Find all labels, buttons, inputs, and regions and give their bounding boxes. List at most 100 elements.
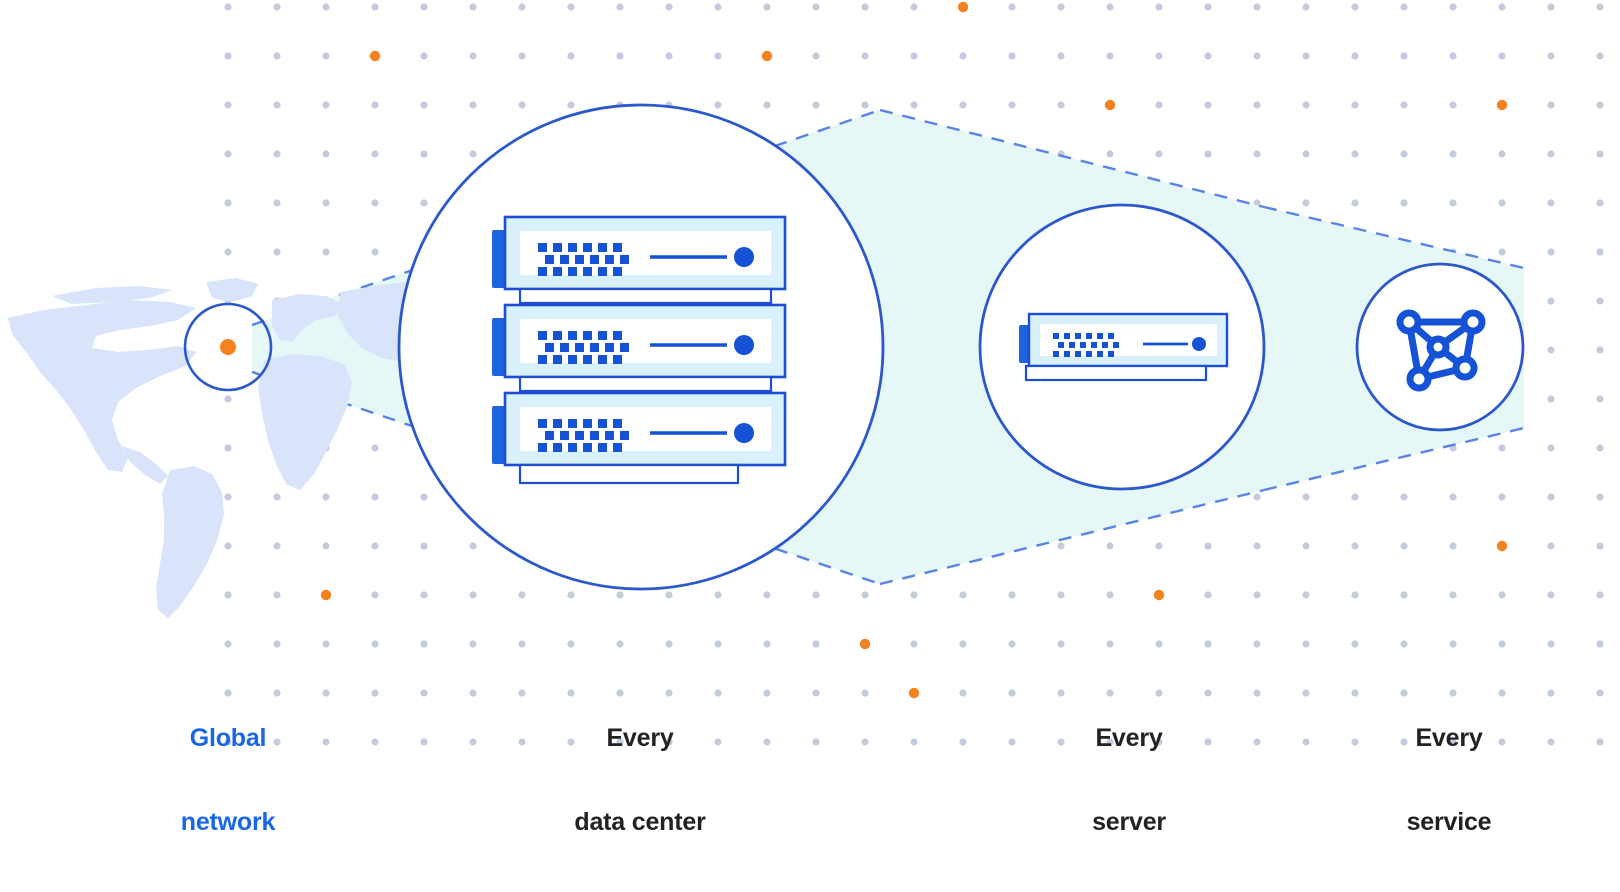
grid-dot-accent xyxy=(859,638,871,650)
grid-dot xyxy=(1106,3,1114,11)
grid-dot xyxy=(1547,248,1555,256)
grid-dot xyxy=(1204,689,1212,697)
grid-dot xyxy=(1204,640,1212,648)
grid-dot xyxy=(1351,542,1359,550)
grid-dot xyxy=(1106,640,1114,648)
grid-dot xyxy=(1204,591,1212,599)
grid-dot xyxy=(322,101,330,109)
server-status-dot xyxy=(734,423,754,443)
grid-dot xyxy=(1155,3,1163,11)
server-led-matrix xyxy=(538,243,629,276)
grid-dot xyxy=(1008,52,1016,60)
grid-dot xyxy=(469,3,477,11)
grid-dot xyxy=(1302,101,1310,109)
grid-dot xyxy=(1302,150,1310,158)
server-unit xyxy=(492,215,787,291)
grid-dot xyxy=(1449,591,1457,599)
grid-dot xyxy=(714,738,722,746)
grid-dot xyxy=(1253,591,1261,599)
grid-dot xyxy=(910,738,918,746)
grid-dot xyxy=(1302,3,1310,11)
grid-dot xyxy=(1449,101,1457,109)
grid-dot xyxy=(1449,689,1457,697)
grid-dot xyxy=(1302,689,1310,697)
grid-dot xyxy=(1596,346,1604,354)
grid-dot xyxy=(616,689,624,697)
grid-dot xyxy=(469,591,477,599)
grid-dot xyxy=(1204,3,1212,11)
grid-dot xyxy=(1400,640,1408,648)
grid-dot xyxy=(1400,3,1408,11)
grid-dot xyxy=(224,3,232,11)
grid-dot xyxy=(1449,542,1457,550)
grid-dot xyxy=(1400,101,1408,109)
grid-dot xyxy=(1596,395,1604,403)
grid-dot xyxy=(910,591,918,599)
grid-dot xyxy=(322,640,330,648)
grid-dot xyxy=(763,738,771,746)
grid-dot xyxy=(1547,640,1555,648)
grid-dot xyxy=(224,101,232,109)
grid-dot xyxy=(371,689,379,697)
grid-dot xyxy=(1302,52,1310,60)
grid-dot-accent xyxy=(320,589,332,601)
grid-dot xyxy=(1057,542,1065,550)
grid-dot xyxy=(763,640,771,648)
grid-dot xyxy=(812,3,820,11)
grid-dot xyxy=(1057,591,1065,599)
grid-dot xyxy=(1253,52,1261,60)
every-data-center-illustration xyxy=(397,103,885,591)
grid-dot xyxy=(1155,101,1163,109)
grid-dot-accent xyxy=(1104,99,1116,111)
grid-dot xyxy=(1106,150,1114,158)
grid-dot xyxy=(1449,3,1457,11)
grid-dot xyxy=(1547,738,1555,746)
server-base xyxy=(1024,364,1208,382)
grid-dot xyxy=(1400,199,1408,207)
grid-dot xyxy=(763,591,771,599)
grid-dot xyxy=(1057,738,1065,746)
grid-dot xyxy=(224,640,232,648)
grid-dot xyxy=(371,493,379,501)
grid-dot xyxy=(322,493,330,501)
grid-dot xyxy=(1498,591,1506,599)
grid-dot xyxy=(1547,395,1555,403)
grid-dot xyxy=(518,52,526,60)
grid-dot xyxy=(1547,346,1555,354)
grid-dot xyxy=(322,52,330,60)
grid-dot xyxy=(1008,101,1016,109)
server-led-matrix xyxy=(538,331,629,364)
grid-dot xyxy=(1400,591,1408,599)
grid-dot xyxy=(763,101,771,109)
every-server-illustration xyxy=(978,203,1266,491)
grid-dot xyxy=(567,52,575,60)
grid-dot-accent xyxy=(1153,589,1165,601)
grid-dot xyxy=(322,3,330,11)
grid-dot xyxy=(469,640,477,648)
grid-dot xyxy=(1204,150,1212,158)
grid-dot xyxy=(273,248,281,256)
grid-dot xyxy=(371,738,379,746)
grid-dot xyxy=(1547,199,1555,207)
grid-dot xyxy=(469,101,477,109)
grid-dot xyxy=(812,640,820,648)
grid-dot xyxy=(616,640,624,648)
grid-dot xyxy=(1596,101,1604,109)
grid-dot xyxy=(1057,3,1065,11)
grid-dot xyxy=(371,3,379,11)
grid-dot xyxy=(959,591,967,599)
grid-dot xyxy=(714,591,722,599)
server-status-dot xyxy=(1192,337,1206,351)
grid-dot xyxy=(371,591,379,599)
grid-dot xyxy=(1547,444,1555,452)
grid-dot xyxy=(371,444,379,452)
grid-dot xyxy=(518,591,526,599)
grid-dot xyxy=(1351,150,1359,158)
grid-dot xyxy=(1351,3,1359,11)
grid-dot xyxy=(1400,52,1408,60)
grid-dot xyxy=(665,52,673,60)
map-location-marker xyxy=(220,339,236,355)
grid-dot xyxy=(1547,3,1555,11)
grid-dot xyxy=(224,444,232,452)
grid-dot xyxy=(1302,493,1310,501)
